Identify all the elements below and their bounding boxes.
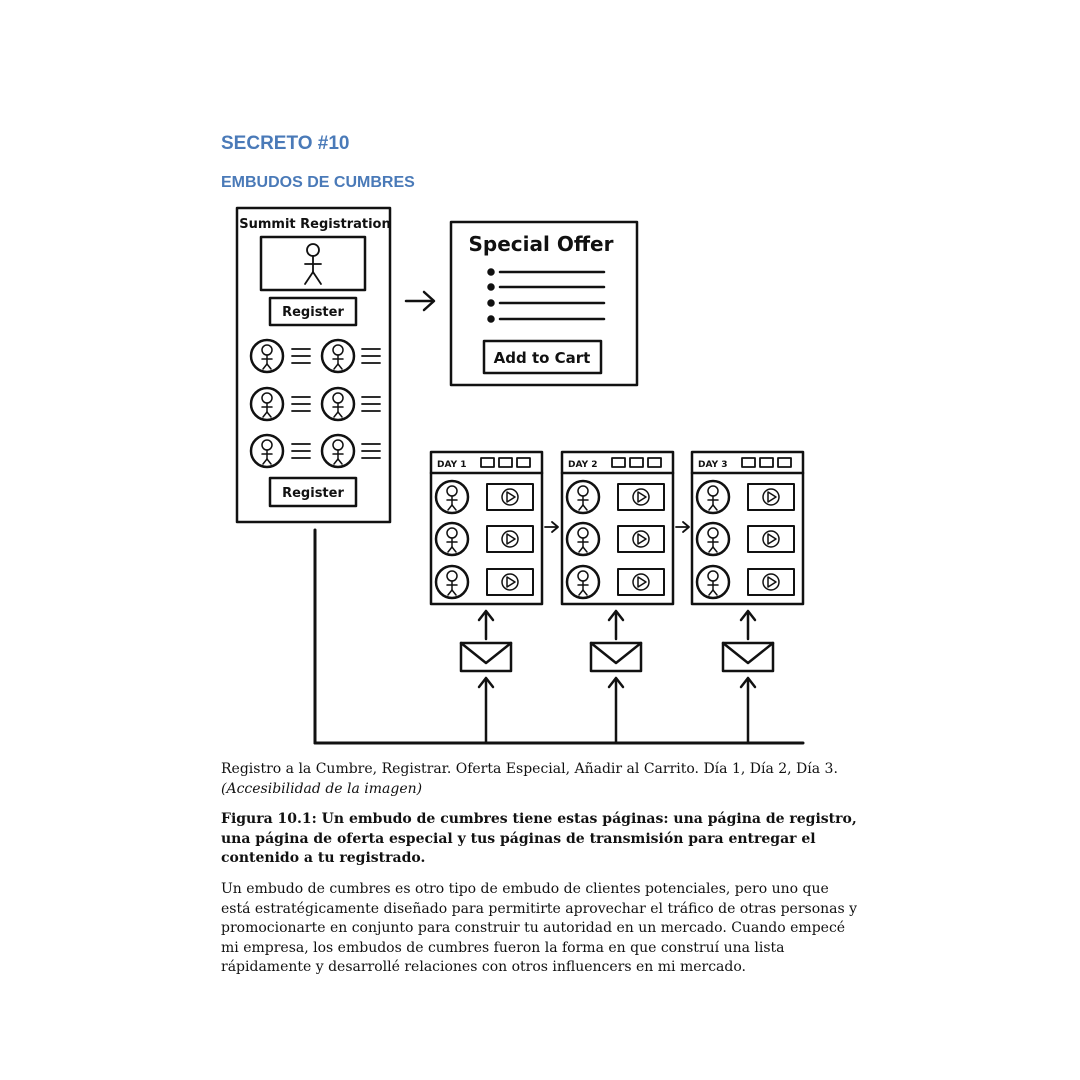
- envelope-icon: [721, 641, 775, 673]
- day-arrow-1: [544, 521, 559, 533]
- day-2-label: DAY 2: [568, 460, 598, 470]
- day-3-label: DAY 3: [698, 460, 728, 470]
- email-flow: [459, 609, 775, 744]
- image-alt-text: Registro a la Cumbre, Registrar. Oferta …: [221, 760, 861, 799]
- day-page-1: DAY 1: [429, 450, 544, 606]
- video-frame: [259, 235, 367, 292]
- alt-text-line: Registro a la Cumbre, Registrar. Oferta …: [221, 761, 838, 777]
- register-label-bottom: Register: [282, 486, 344, 501]
- register-button-bottom: [268, 476, 358, 508]
- registration-connector: [313, 528, 805, 745]
- speaker-grid: [249, 338, 382, 469]
- host-figure: [304, 243, 322, 285]
- accessibility-note: (Accesibilidad de la imagen): [221, 780, 423, 797]
- figure-caption: Figura 10.1: Un embudo de cumbres tiene …: [221, 811, 857, 866]
- special-offer-page: Special Offer Add to Cart: [449, 220, 639, 387]
- section-title: EMBUDOS DE CUMBRES: [221, 174, 415, 191]
- add-to-cart-button: [482, 339, 603, 375]
- day-page-2: DAY 2: [560, 450, 675, 606]
- secret-heading: SECRETO #10: [221, 133, 350, 154]
- registration-title: Summit Registration: [239, 217, 391, 232]
- summit-funnel-diagram: Summit Registration Register Register S: [235, 206, 805, 745]
- envelope-icon: [589, 641, 643, 673]
- body-paragraph: Un embudo de cumbres es otro tipo de emb…: [221, 881, 858, 975]
- arrow-to-offer: [404, 290, 436, 312]
- register-label-top: Register: [282, 305, 344, 320]
- day-arrow-2: [675, 521, 690, 533]
- offer-bullets: [487, 268, 606, 323]
- day-page-3: DAY 3: [690, 450, 805, 606]
- envelope-icon: [459, 641, 513, 673]
- register-button-top: [268, 296, 358, 327]
- offer-title: Special Offer: [469, 232, 614, 256]
- registration-page: Summit Registration Register Register: [235, 206, 392, 524]
- add-to-cart-label: Add to Cart: [494, 349, 591, 367]
- day-1-label: DAY 1: [437, 460, 467, 470]
